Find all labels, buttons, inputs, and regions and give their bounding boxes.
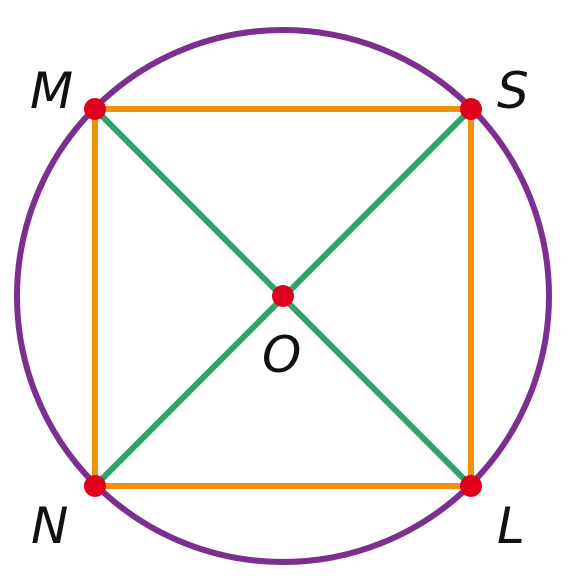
- point-M: [84, 98, 106, 120]
- point-S: [460, 98, 482, 120]
- label-O: O: [262, 326, 301, 384]
- label-S: S: [497, 62, 529, 120]
- point-O: [272, 285, 294, 307]
- point-N: [84, 475, 106, 497]
- point-L: [460, 475, 482, 497]
- label-L: L: [497, 497, 525, 555]
- label-N: N: [31, 497, 68, 555]
- circumcircle: [14, 27, 552, 565]
- label-M: M: [30, 62, 73, 120]
